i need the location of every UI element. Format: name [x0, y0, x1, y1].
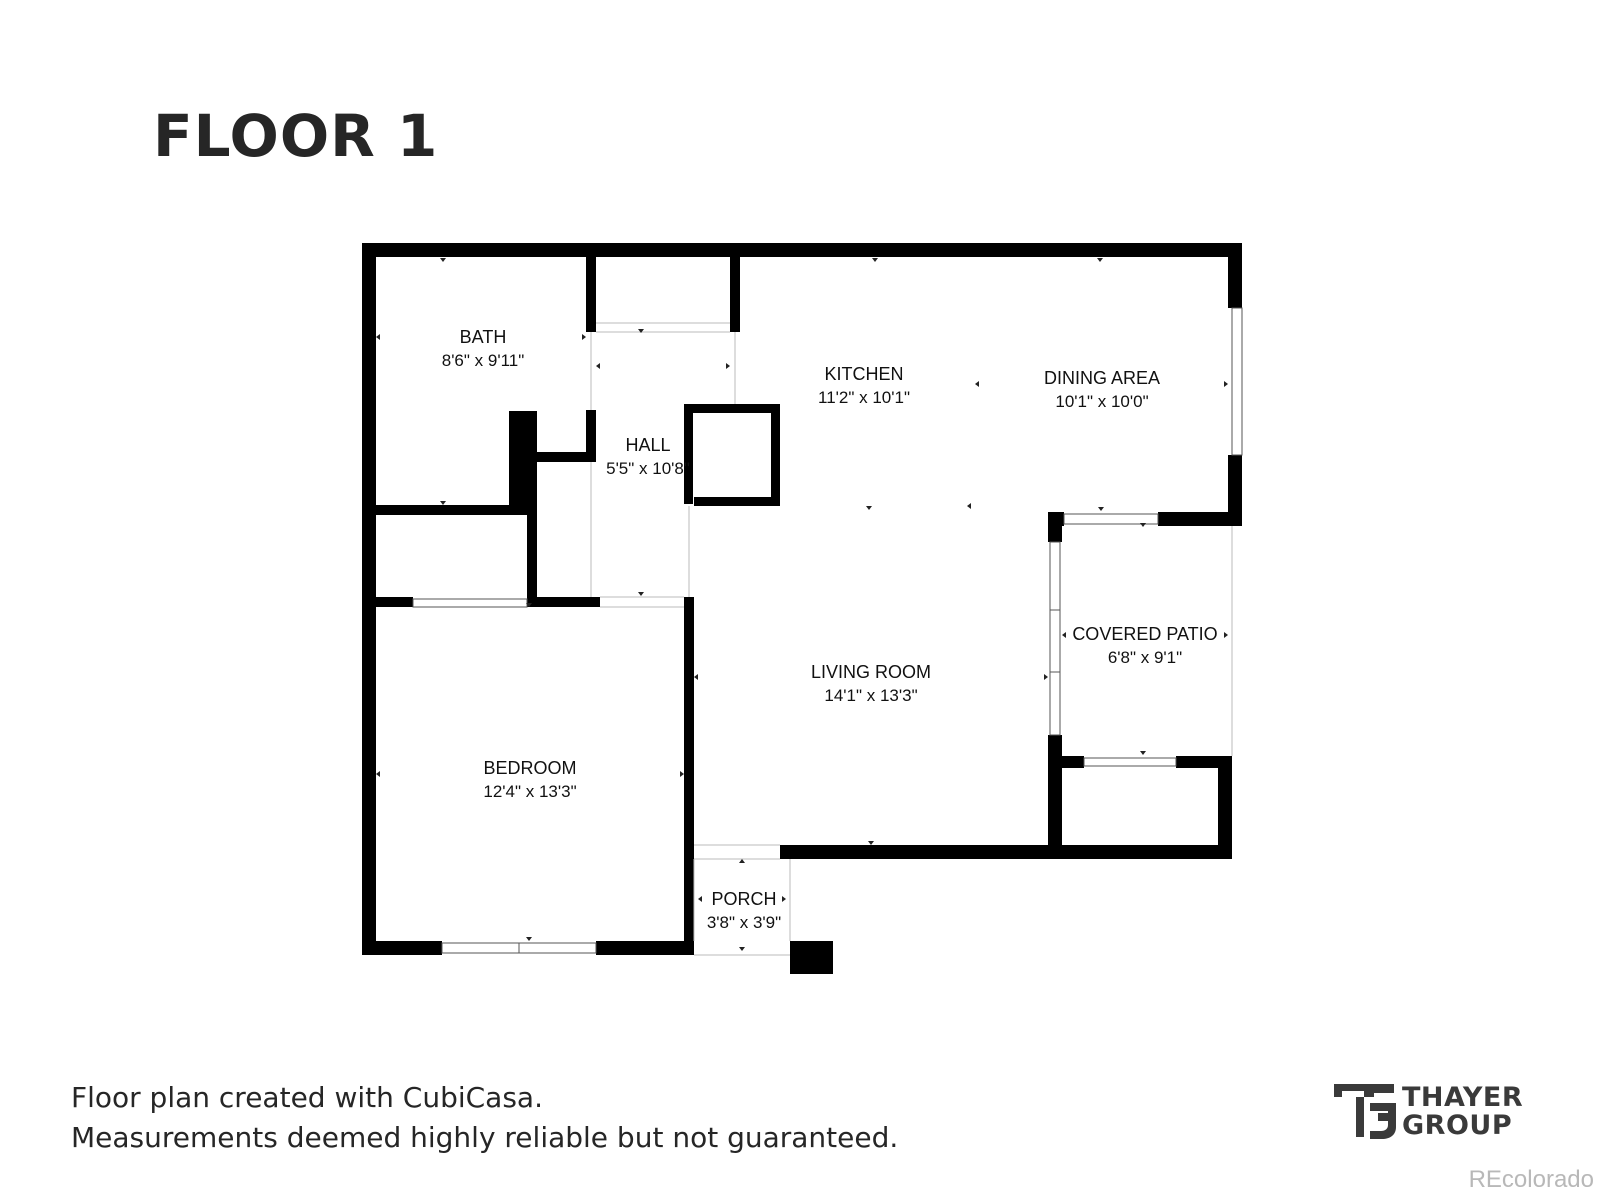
room-porch: PORCH 3'8" x 3'9"	[707, 889, 781, 932]
room-name: BATH	[460, 327, 507, 347]
thayer-group-logo-icon	[1334, 1084, 1396, 1139]
room-kitchen: KITCHEN 11'2" x 10'1"	[818, 364, 910, 407]
walls	[362, 243, 1242, 974]
opening-lines	[590, 322, 1233, 956]
room-dimensions: 8'6" x 9'11"	[442, 351, 525, 370]
watermark: REcolorado	[1468, 1166, 1594, 1193]
windows	[412, 307, 1243, 954]
room-dimensions: 11'2" x 10'1"	[818, 388, 910, 407]
room-bedroom: BEDROOM 12'4" x 13'3"	[483, 758, 576, 801]
footer-line-1: Floor plan created with CubiCasa.	[71, 1081, 543, 1114]
room-dimensions: 6'8" x 9'1"	[1108, 648, 1182, 667]
room-dimensions: 3'8" x 3'9"	[707, 913, 781, 932]
room-name: COVERED PATIO	[1072, 624, 1217, 644]
room-dining-area: DINING AREA 10'1" x 10'0"	[1044, 368, 1160, 411]
room-name: HALL	[625, 435, 670, 455]
logo-wordmark: THAYER GROUP	[1402, 1084, 1523, 1140]
room-bath: BATH 8'6" x 9'11"	[442, 327, 525, 370]
footer-line-2: Measurements deemed highly reliable but …	[71, 1121, 899, 1154]
room-name: DINING AREA	[1044, 368, 1160, 388]
room-hall: HALL 5'5" x 10'8"	[606, 435, 690, 478]
room-dimensions: 10'1" x 10'0"	[1055, 392, 1148, 411]
logo-line-2: GROUP	[1402, 1110, 1513, 1141]
room-living-room: LIVING ROOM 14'1" x 13'3"	[811, 662, 931, 705]
footer-disclaimer: Floor plan created with CubiCasa. Measur…	[71, 1078, 898, 1158]
room-dimensions: 12'4" x 13'3"	[483, 782, 576, 801]
measurement-markers	[376, 258, 1228, 951]
room-covered-patio: COVERED PATIO 6'8" x 9'1"	[1072, 624, 1217, 667]
room-dimensions: 5'5" x 10'8"	[606, 459, 690, 478]
floor-title: FLOOR 1	[153, 102, 439, 170]
room-name: LIVING ROOM	[811, 662, 931, 682]
room-name: PORCH	[711, 889, 776, 909]
room-dimensions: 14'1" x 13'3"	[824, 686, 917, 705]
logo-line-1: THAYER	[1402, 1082, 1524, 1113]
room-name: BEDROOM	[483, 758, 576, 778]
room-name: KITCHEN	[824, 364, 903, 384]
